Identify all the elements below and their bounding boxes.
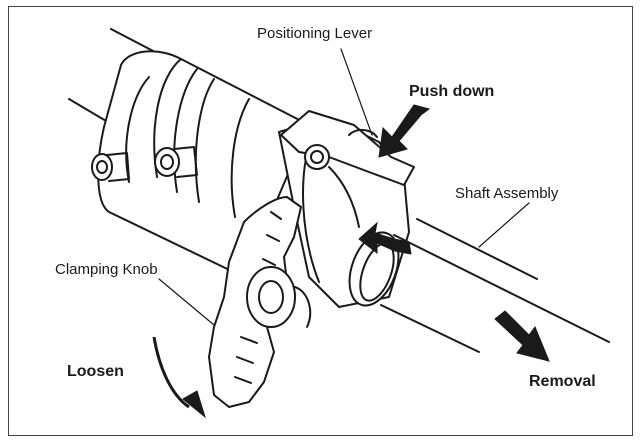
shaft-bottom-edge bbox=[380, 304, 480, 353]
small-knob-middle bbox=[154, 147, 180, 177]
callout-line-clamping-knob bbox=[158, 278, 215, 326]
removal-arrow bbox=[494, 310, 550, 362]
knob-hub bbox=[246, 266, 296, 328]
shaft-top-edge bbox=[393, 234, 610, 343]
label-loosen: Loosen bbox=[67, 363, 124, 380]
assembly-illustration bbox=[68, 28, 610, 419]
label-positioning-lever: Positioning Lever bbox=[257, 25, 373, 42]
lever-screw bbox=[304, 144, 330, 170]
figure-frame: Positioning Lever Push down Shaft Assemb… bbox=[8, 6, 633, 436]
small-knob-left bbox=[91, 153, 113, 181]
label-removal: Removal bbox=[529, 373, 596, 390]
push-down-arrow bbox=[378, 104, 431, 158]
label-push-down: Push down bbox=[409, 83, 495, 100]
callout-line-shaft-assembly bbox=[478, 202, 530, 248]
loosen-arrow bbox=[152, 336, 190, 409]
insertion-arrow bbox=[358, 221, 412, 255]
label-shaft-assembly: Shaft Assembly bbox=[455, 185, 559, 202]
callout-line-positioning-lever bbox=[340, 48, 373, 136]
label-clamping-knob: Clamping Knob bbox=[55, 261, 158, 278]
